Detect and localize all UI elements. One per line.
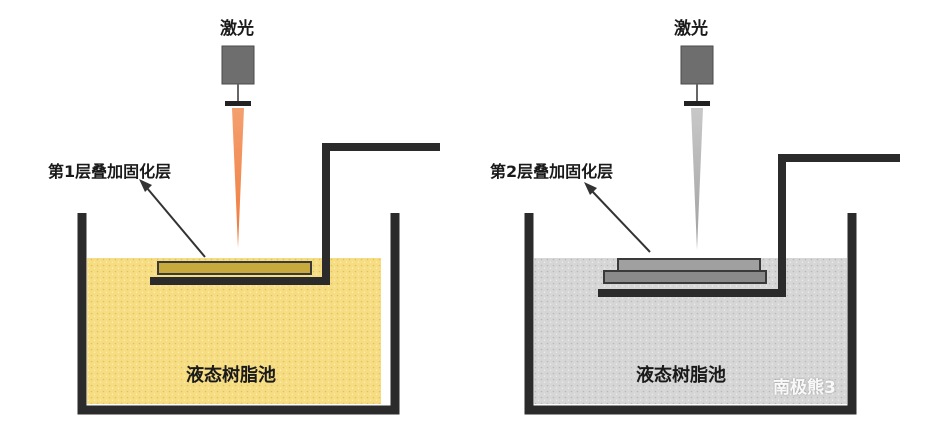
right-panel xyxy=(524,45,900,415)
laser-beam-right xyxy=(691,108,703,250)
build-platform-arm-right xyxy=(598,154,900,297)
layer-label-left: 第1层叠加固化层 xyxy=(48,162,172,181)
laser-unit-right xyxy=(680,45,714,85)
watermark-text: 南极熊3 xyxy=(773,378,836,398)
vat-wall-left xyxy=(77,213,400,415)
vat-label-right: 液态树脂池 xyxy=(636,365,726,386)
laser-label-right: 激光 xyxy=(674,19,708,39)
cured-layer-1 xyxy=(157,261,312,275)
laser-unit-left xyxy=(221,45,255,85)
vat-wall-right xyxy=(524,213,857,415)
laser-beam-left xyxy=(232,108,244,248)
cured-layer-1-right xyxy=(603,270,767,284)
laser-lens-left xyxy=(225,101,251,106)
laser-label-left: 激光 xyxy=(220,19,254,39)
layer-label-right: 第2层叠加固化层 xyxy=(490,162,614,181)
cured-layer-2 xyxy=(617,258,761,272)
vat-label-left: 液态树脂池 xyxy=(186,365,276,386)
left-panel xyxy=(77,45,440,415)
layer-pointer-arrow-left xyxy=(146,187,206,258)
layer-pointer-arrow-right xyxy=(591,190,651,253)
laser-lens-right xyxy=(684,101,710,106)
build-platform-arm-left xyxy=(150,143,440,285)
